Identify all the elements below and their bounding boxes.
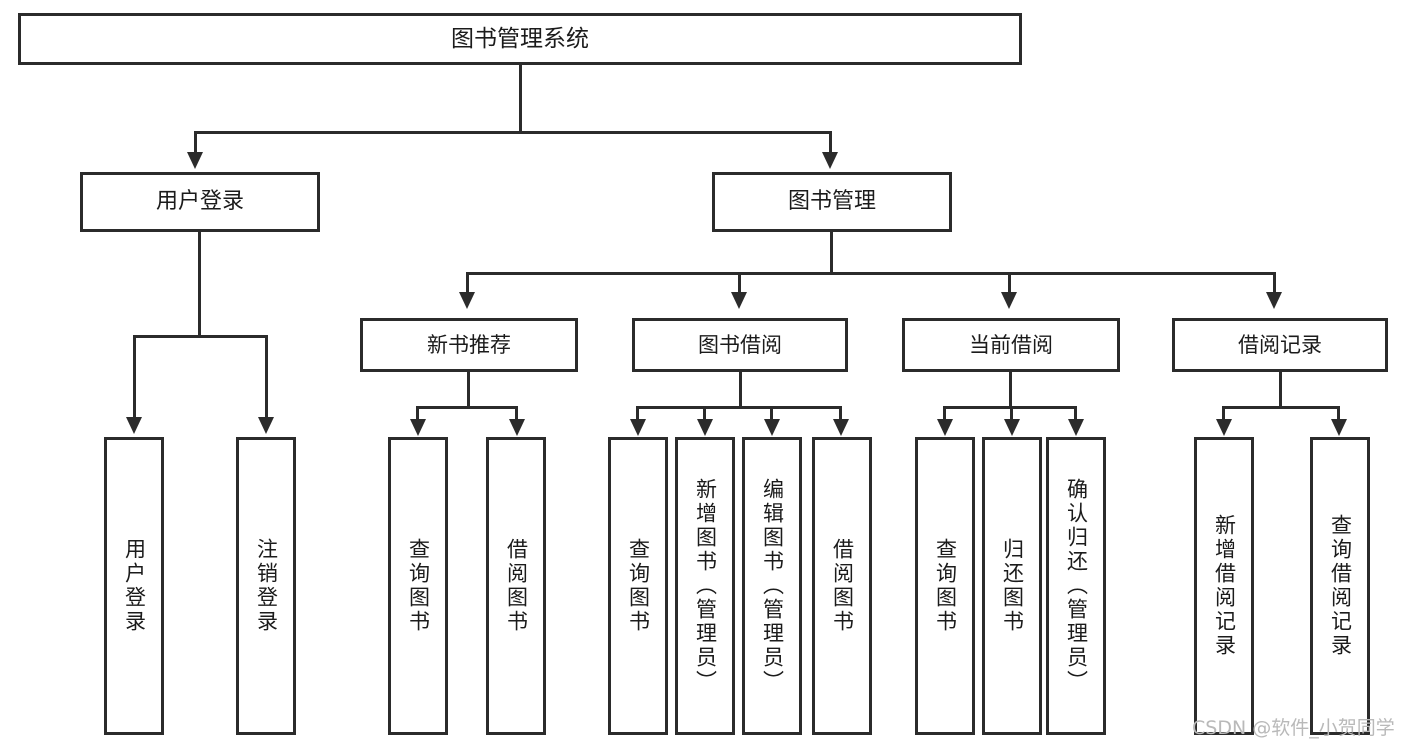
connector-user-login-bus: [133, 335, 268, 338]
connector-current-borrow-stem: [1009, 372, 1012, 408]
arrowhead-to-book-borrow: [731, 292, 747, 309]
leaf-user-login-logout-label: 注销登录: [254, 538, 279, 634]
leaf-book-borrow-edit[interactable]: 编辑图书（管理员）: [742, 437, 802, 735]
leaf-borrow-records-add[interactable]: 新增借阅记录: [1194, 437, 1254, 735]
arrowhead-to-user-login: [187, 152, 203, 169]
node-new-book-recommend[interactable]: 新书推荐: [360, 318, 578, 372]
arrowhead-book-borrow-leaf2: [697, 419, 713, 436]
arrowhead-to-current-borrow: [1001, 292, 1017, 309]
connector-to-borrow-records: [1273, 272, 1276, 295]
connector-borrow-records-bus: [1222, 406, 1340, 409]
connector-book-borrow-stem: [739, 372, 742, 408]
node-borrow-records-label: 借阅记录: [1238, 332, 1322, 357]
arrowhead-user-login-leaf1: [126, 417, 142, 434]
node-borrow-records[interactable]: 借阅记录: [1172, 318, 1388, 372]
arrowhead-new-book-leaf2: [509, 419, 525, 436]
arrowhead-new-book-leaf1: [410, 419, 426, 436]
arrowhead-current-borrow-leaf1: [937, 419, 953, 436]
leaf-book-borrow-add[interactable]: 新增图书（管理员）: [675, 437, 735, 735]
connector-to-book-borrow: [738, 272, 741, 295]
connector-borrow-records-leaf2: [1337, 406, 1340, 422]
leaf-book-borrow-add-label: 新增图书（管理员）: [693, 478, 718, 694]
connector-user-login-stem: [198, 232, 201, 335]
leaf-book-borrow-borrow-label: 借阅图书: [830, 538, 855, 634]
leaf-current-borrow-confirm-return-label: 确认归还（管理员）: [1064, 478, 1089, 694]
arrowhead-book-borrow-leaf3: [764, 419, 780, 436]
leaf-book-borrow-edit-label: 编辑图书（管理员）: [760, 478, 785, 694]
node-user-login[interactable]: 用户登录: [80, 172, 320, 232]
node-user-login-label: 用户登录: [155, 189, 244, 215]
watermark-csdn: CSDN @软件_小贺同学: [1192, 717, 1395, 739]
node-book-management[interactable]: 图书管理: [712, 172, 952, 232]
leaf-new-book-query-label: 查询图书: [406, 538, 431, 634]
arrowhead-to-borrow-records: [1266, 292, 1282, 309]
leaf-current-borrow-query-label: 查询图书: [933, 538, 958, 634]
arrowhead-book-borrow-leaf4: [833, 419, 849, 436]
connector-book-borrow-leaf3: [770, 406, 773, 422]
node-new-book-recommend-label: 新书推荐: [427, 332, 511, 357]
leaf-book-borrow-query-label: 查询图书: [626, 538, 651, 634]
node-root-system[interactable]: 图书管理系统: [18, 13, 1022, 65]
arrowhead-current-borrow-leaf2: [1004, 419, 1020, 436]
connector-to-current-borrow: [1008, 272, 1011, 295]
connector-current-borrow-leaf3: [1074, 406, 1077, 422]
node-book-borrow[interactable]: 图书借阅: [632, 318, 848, 372]
connector-to-new-book: [466, 272, 469, 295]
connector-book-borrow-leaf4: [839, 406, 842, 422]
arrowhead-user-login-leaf2: [258, 417, 274, 434]
leaf-borrow-records-add-label: 新增借阅记录: [1212, 514, 1237, 658]
connector-current-borrow-leaf2: [1010, 406, 1013, 422]
node-root-label: 图书管理系统: [451, 25, 589, 52]
connector-user-login-leaf1: [133, 335, 136, 420]
connector-book-borrow-leaf1: [636, 406, 639, 422]
leaf-new-book-borrow-label: 借阅图书: [504, 538, 529, 634]
arrowhead-to-new-book: [459, 292, 475, 309]
connector-new-book-stem: [467, 372, 470, 408]
node-book-management-label: 图书管理: [787, 189, 876, 215]
connector-new-book-bus: [416, 406, 518, 409]
arrowhead-book-borrow-leaf1: [630, 419, 646, 436]
leaf-current-borrow-confirm-return[interactable]: 确认归还（管理员）: [1046, 437, 1106, 735]
connector-current-borrow-leaf1: [943, 406, 946, 422]
connector-borrow-records-leaf1: [1222, 406, 1225, 422]
arrowhead-borrow-records-leaf1: [1216, 419, 1232, 436]
connector-book-management-stem: [830, 232, 833, 274]
connector-new-book-leaf1: [416, 406, 419, 422]
leaf-new-book-query[interactable]: 查询图书: [388, 437, 448, 735]
connector-to-user-login: [194, 131, 197, 155]
connector-borrow-records-stem: [1279, 372, 1282, 408]
arrowhead-current-borrow-leaf3: [1068, 419, 1084, 436]
leaf-user-login-logout[interactable]: 注销登录: [236, 437, 296, 735]
connector-book-borrow-bus: [636, 406, 842, 409]
node-book-borrow-label: 图书借阅: [698, 332, 782, 357]
connector-new-book-leaf2: [515, 406, 518, 422]
connector-level2-bus: [194, 131, 832, 134]
leaf-current-borrow-return-label: 归还图书: [1000, 538, 1025, 634]
arrowhead-borrow-records-leaf2: [1331, 419, 1347, 436]
connector-level3-bus: [466, 272, 1276, 275]
leaf-borrow-records-query-label: 查询借阅记录: [1328, 514, 1353, 658]
leaf-new-book-borrow[interactable]: 借阅图书: [486, 437, 546, 735]
node-current-borrow[interactable]: 当前借阅: [902, 318, 1120, 372]
leaf-book-borrow-query[interactable]: 查询图书: [608, 437, 668, 735]
connector-book-borrow-leaf2: [703, 406, 706, 422]
leaf-current-borrow-query[interactable]: 查询图书: [915, 437, 975, 735]
leaf-borrow-records-query[interactable]: 查询借阅记录: [1310, 437, 1370, 735]
connector-user-login-leaf2: [265, 335, 268, 420]
leaf-book-borrow-borrow[interactable]: 借阅图书: [812, 437, 872, 735]
connector-root-stem: [519, 65, 522, 131]
leaf-current-borrow-return[interactable]: 归还图书: [982, 437, 1042, 735]
arrowhead-to-book-manage: [822, 152, 838, 169]
leaf-user-login-login[interactable]: 用户登录: [104, 437, 164, 735]
connector-to-book-manage: [829, 131, 832, 155]
node-current-borrow-label: 当前借阅: [969, 332, 1053, 357]
leaf-user-login-login-label: 用户登录: [122, 538, 147, 634]
